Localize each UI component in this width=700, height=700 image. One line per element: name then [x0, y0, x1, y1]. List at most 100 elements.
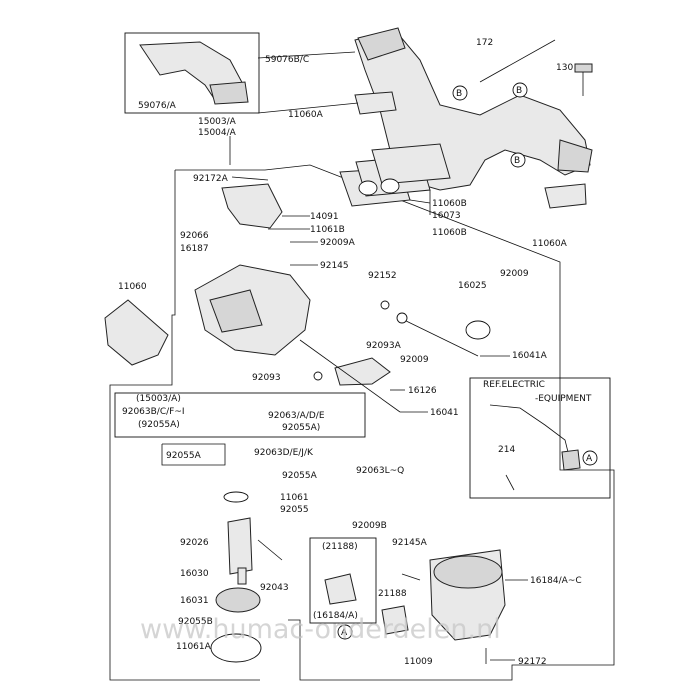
label-92145a: 92145A [392, 538, 428, 548]
label-16041: 16041 [430, 408, 459, 418]
needle-16030 [237, 567, 247, 585]
watermark: www.humac-onderdelen.nl [140, 614, 501, 645]
label-ref-electric: REF.ELECTRIC [483, 380, 545, 390]
label-11061a: 11061A [176, 642, 212, 652]
label-92009-r: 92009 [500, 269, 529, 279]
label-16031: 16031 [180, 596, 209, 606]
leader-59076bc [257, 51, 356, 59]
label-92055b: 92055B [178, 617, 213, 627]
label-92043: 92043 [260, 583, 289, 593]
manifold-flange-right [557, 139, 593, 173]
label-92066: 92066 [180, 231, 209, 241]
leader-11060b [409, 199, 431, 204]
svg-text:A: A [341, 628, 348, 638]
solenoid-21188 [324, 573, 357, 605]
pin-92043 [257, 539, 283, 561]
manifold-gasket-right [544, 183, 587, 209]
svg-text:B: B [516, 86, 522, 96]
label-92055: 92055 [280, 505, 309, 515]
label-15003a-paren: (15003/A) [136, 394, 181, 404]
gasket-11060b-rear [371, 143, 451, 185]
manifold-gasket-top [354, 91, 397, 115]
idle-jet-frame [161, 443, 226, 466]
inset-box-59076 [124, 32, 260, 114]
manifold-flange-top [357, 27, 406, 61]
label-59076bc: 59076B/C [265, 55, 309, 65]
label-92063ade: 92063/A/D/E [268, 411, 325, 421]
label-16073: 16073 [432, 211, 461, 221]
callout-a-1: A [582, 450, 598, 466]
label-11060b: 11060B [432, 199, 467, 209]
label-11009: 11009 [404, 657, 433, 667]
washer-92093 [313, 371, 323, 381]
label-92055a-paren: (92055A) [138, 420, 180, 430]
label-16126: 16126 [408, 386, 437, 396]
callout-b-3: B [510, 152, 526, 168]
label-92063lq: 92063L~Q [356, 466, 404, 476]
washer-92152 [380, 300, 390, 310]
label-92093: 92093 [252, 373, 281, 383]
label-16184-paren: (16184/A) [313, 611, 358, 621]
label-14091: 14091 [310, 212, 339, 222]
label-11060a-top: 11060A [288, 110, 324, 120]
callout-b-1: B [452, 85, 468, 101]
label-21188: 21188 [378, 589, 407, 599]
electric-box [469, 377, 611, 499]
throttle-shaft-16041 [299, 339, 401, 413]
jet-box [114, 392, 366, 438]
label-16030: 16030 [180, 569, 209, 579]
label-92009b: 92009B [352, 521, 387, 531]
label-130: 130 [556, 63, 573, 73]
svg-text:B: B [514, 156, 520, 166]
main-frame-line [175, 164, 615, 681]
label-92009a: 92009A [320, 238, 356, 248]
label-15003a: 15003/A [198, 117, 237, 127]
label-11060a-right: 11060A [532, 239, 568, 249]
label-92026: 92026 [180, 538, 209, 548]
label-92063dejk: 92063D/E/J/K [254, 448, 314, 458]
spring-92145a [401, 573, 421, 581]
label-92055a-r: 92055A) [282, 423, 320, 433]
solenoid-inset-box [309, 537, 377, 624]
wire-harness [489, 404, 571, 461]
label-92009-m: 92009 [400, 355, 429, 365]
label-11061b: 11061B [310, 225, 345, 235]
left-frame-line [109, 170, 260, 681]
gasket-port-2 [380, 178, 400, 194]
intake-flange-inset [209, 81, 249, 105]
label-16041a: 16041A [512, 351, 548, 361]
bracket-14091 [221, 183, 283, 229]
label-92063bcfi: 92063B/C/F~I [122, 407, 185, 417]
plate-16126 [334, 357, 391, 386]
float-16031 [215, 587, 261, 613]
choke-plate-16025 [465, 320, 491, 340]
main-nozzle-92026 [227, 517, 253, 575]
choke-shaft-16041a [399, 317, 479, 357]
label-214: 214 [498, 445, 515, 455]
callout-b-2: B [512, 82, 528, 98]
solenoid-21188-b [381, 605, 409, 635]
oring-11061a [210, 633, 262, 663]
label-92093a: 92093A [366, 341, 402, 351]
label-15004a: 15004/A [198, 128, 237, 138]
oring-11061 [223, 491, 249, 503]
svg-text:B: B [456, 89, 462, 99]
label-11060: 11060 [118, 282, 147, 292]
screw-214 [505, 474, 515, 491]
stud-172 [479, 39, 556, 83]
bolt-130 [574, 63, 593, 73]
label-92055a-2: 92055A [282, 471, 318, 481]
label-11060b-2: 11060B [432, 228, 467, 238]
label-11061: 11061 [280, 493, 309, 503]
label-16184ac: 16184/A~C [530, 576, 582, 586]
leader-92172a [231, 176, 269, 181]
callout-a-2: A [337, 624, 353, 640]
label-59076a: 59076/A [138, 101, 177, 111]
leader-11060a [257, 102, 359, 114]
gasket-11060 [104, 299, 169, 366]
label-16025: 16025 [458, 281, 487, 291]
connector-plug [561, 449, 581, 471]
label-16187: 16187 [180, 244, 209, 254]
gasket-port-1 [358, 180, 378, 196]
label-172: 172 [476, 38, 493, 48]
